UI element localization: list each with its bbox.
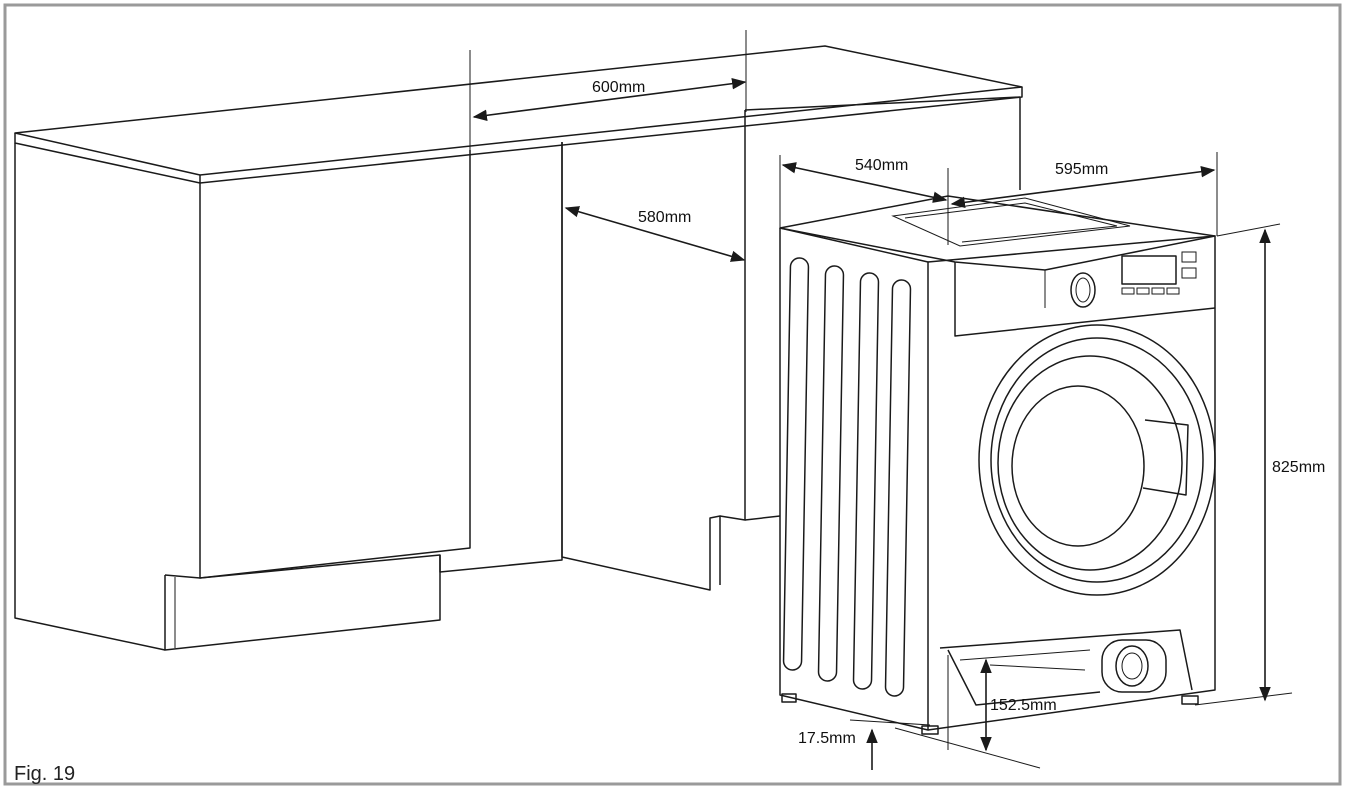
figure-caption: Fig. 19 bbox=[14, 763, 75, 785]
foot bbox=[781, 693, 797, 703]
foot bbox=[1181, 695, 1199, 705]
opening-back-wall bbox=[439, 142, 563, 573]
plinth-area bbox=[939, 629, 1193, 691]
dim-600-line bbox=[472, 77, 747, 122]
opening-side-panel bbox=[561, 142, 721, 591]
door bbox=[978, 324, 1216, 596]
left-plinth bbox=[164, 554, 441, 651]
label-152-5mm: 152.5mm bbox=[990, 697, 1057, 714]
kitchen-cabinets bbox=[14, 30, 1023, 651]
label-17-5mm: 17.5mm bbox=[798, 730, 856, 747]
border-frame bbox=[3, 3, 1342, 786]
filter-cover bbox=[1101, 639, 1167, 693]
label-825mm: 825mm bbox=[1272, 459, 1325, 476]
dim-595-line bbox=[950, 165, 1216, 209]
left-cabinet-side bbox=[14, 143, 166, 651]
right-cabinet bbox=[744, 96, 1021, 111]
left-cabinet-front bbox=[199, 150, 471, 579]
label-540mm: 540mm bbox=[855, 157, 908, 174]
display bbox=[1121, 255, 1177, 285]
machine-top bbox=[779, 195, 1216, 271]
washing-machine bbox=[779, 195, 1216, 735]
dim-580-line bbox=[564, 206, 746, 262]
foot bbox=[921, 725, 939, 735]
dimension-lines bbox=[472, 77, 1293, 770]
machine-front bbox=[927, 235, 1216, 731]
label-580mm: 580mm bbox=[638, 209, 691, 226]
label-595mm: 595mm bbox=[1055, 161, 1108, 178]
label-600mm: 600mm bbox=[592, 79, 645, 96]
dim-540-line bbox=[781, 162, 948, 203]
program-dial bbox=[1070, 272, 1096, 308]
